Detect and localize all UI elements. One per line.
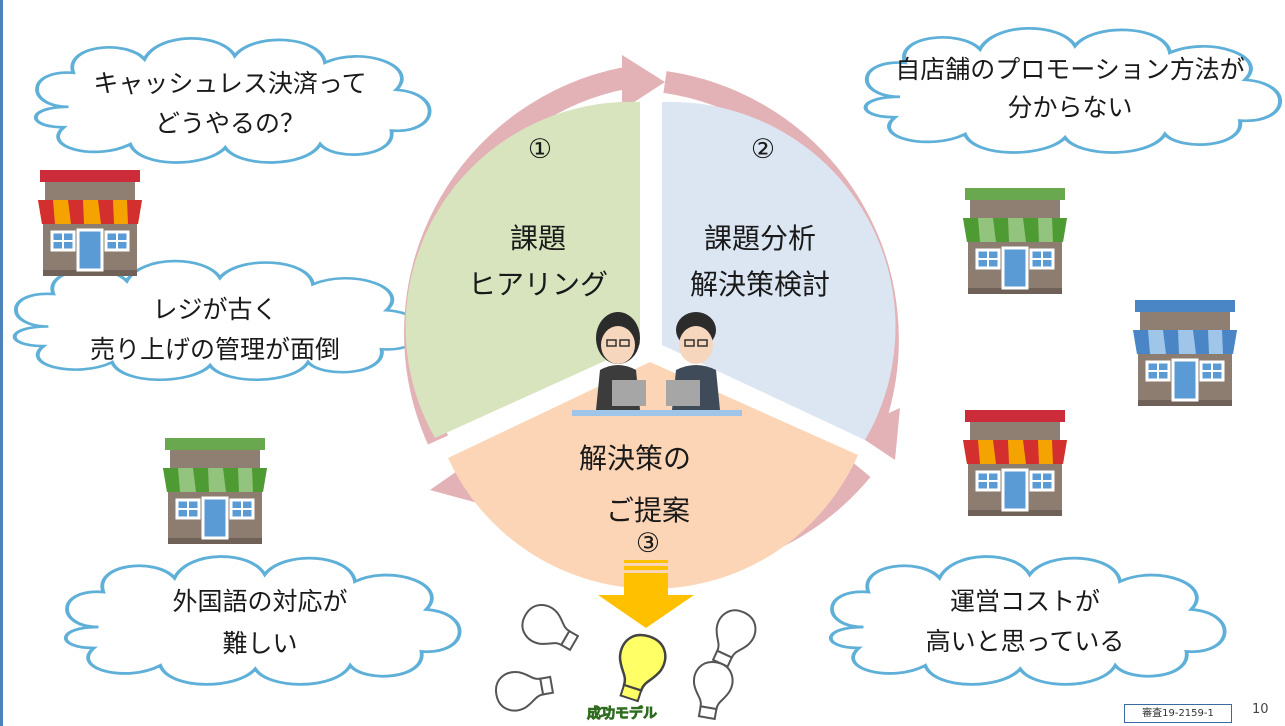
segment-1-line1: 課題 (510, 222, 566, 255)
cloud-promotion (863, 26, 1283, 155)
cloud-register-line2: 売り上げの管理が面倒 (90, 335, 340, 364)
page-number: 10 (1252, 702, 1269, 717)
lightbulb-icon (618, 633, 667, 703)
segment-2-line2: 解決策検討 (690, 268, 830, 301)
lightbulb-icon (686, 658, 737, 722)
lightbulb-icon (514, 597, 585, 661)
down-arrow (598, 560, 694, 628)
cloud-cashless-line1: キャッシュレス決済って (93, 69, 366, 98)
left-accent-rule (0, 0, 3, 726)
segment-2-analysis (662, 101, 896, 441)
success-model-label: 成功モデル (587, 705, 657, 722)
segment-1-line2: ヒアリング (468, 268, 608, 301)
segment-2-number: ② (751, 134, 775, 165)
cloud-cashless-line2: どうやるの？ (155, 109, 305, 138)
storefront-icon (963, 408, 1067, 518)
segment-3-number: ③ (636, 528, 660, 559)
lightbulb-icon (492, 664, 556, 715)
segment-3-line2: ご提案 (606, 494, 690, 527)
segment-2-line1: 課題分析 (704, 222, 816, 255)
cloud-cost-line1: 運営コストが (950, 587, 1100, 616)
segment-1-hearing (405, 101, 640, 438)
segment-3-line1: 解決策の (579, 442, 691, 475)
segment-3-proposal (448, 362, 858, 589)
storefront-icon (963, 186, 1067, 296)
cloud-language-line1: 外国語の対応が (172, 587, 347, 616)
cloud-register-line1: レジが古く (152, 295, 277, 324)
cloud-language (63, 554, 462, 687)
cloud-cost (828, 554, 1227, 687)
cloud-cashless (33, 36, 432, 165)
storefront-icon (38, 168, 142, 278)
document-id-badge: 審査19-2159-1 (1124, 704, 1232, 723)
cloud-promotion-line1: 自店舗のプロモーション方法が (895, 55, 1245, 84)
people-with-laptops-icon (572, 312, 742, 416)
segment-1-number: ① (528, 134, 552, 165)
cloud-language-line2: 難しい (222, 629, 297, 658)
storefront-icon (1133, 298, 1237, 408)
cloud-cost-line2: 高いと思っている (926, 627, 1125, 656)
cloud-promotion-line2: 分からない (1007, 93, 1132, 122)
storefront-icon (163, 436, 267, 546)
